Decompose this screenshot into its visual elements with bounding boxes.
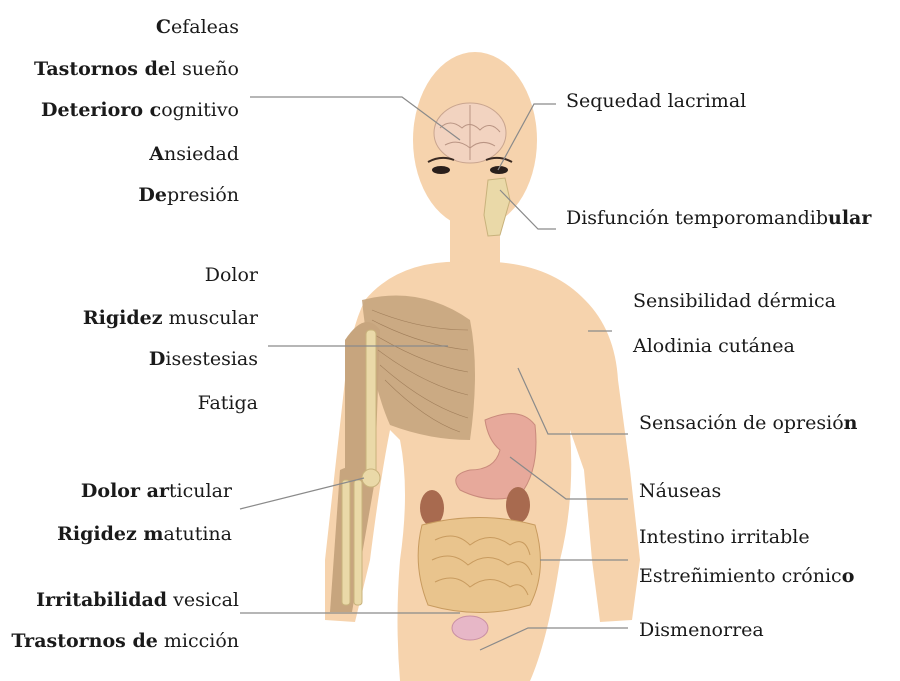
label-sequedad-lacrimal: Sequedad lacrimal bbox=[566, 92, 746, 111]
label-trastornos-sueno: Tastornos del sueño bbox=[34, 60, 239, 79]
label-disestesias: Disestesias bbox=[149, 350, 258, 369]
label-rigidez-matutina: Rigidez matutina bbox=[57, 525, 232, 544]
label-sensibilidad-dermica: Sensibilidad dérmica bbox=[633, 292, 836, 311]
label-disfuncion-temporomandibular: Disfunción temporomandibular bbox=[566, 209, 871, 228]
label-dolor: Dolor bbox=[205, 266, 258, 285]
label-dismenorrea: Dismenorrea bbox=[639, 621, 764, 640]
label-estrenimiento-cronico: Estreñimiento crónico bbox=[639, 567, 854, 586]
bladder bbox=[452, 616, 488, 640]
label-deterioro-cognitivo: Deterioro cognitivo bbox=[41, 101, 239, 120]
label-trastornos-miccion: Trastornos de micción bbox=[11, 632, 239, 651]
label-alodinia-cutanea: Alodinia cutánea bbox=[633, 337, 795, 356]
label-fatiga: Fatiga bbox=[198, 394, 258, 413]
label-intestino-irritable: Intestino irritable bbox=[639, 528, 810, 547]
label-ansiedad: Ansiedad bbox=[149, 145, 239, 164]
jaw-bone bbox=[484, 178, 510, 236]
label-nauseas: Náuseas bbox=[639, 482, 721, 501]
label-rigidez-muscular: Rigidez muscular bbox=[83, 309, 258, 328]
label-sensacion-opresion: Sensación de opresión bbox=[639, 414, 857, 433]
brain-illustration bbox=[434, 103, 506, 163]
label-cefaleas: Cefaleas bbox=[156, 18, 239, 37]
label-dolor-articular: Dolor articular bbox=[81, 482, 232, 501]
label-depresion: Depresión bbox=[138, 186, 239, 205]
label-irritabilidad-vesical: Irritabilidad vesical bbox=[36, 591, 239, 610]
intestines bbox=[418, 518, 540, 613]
